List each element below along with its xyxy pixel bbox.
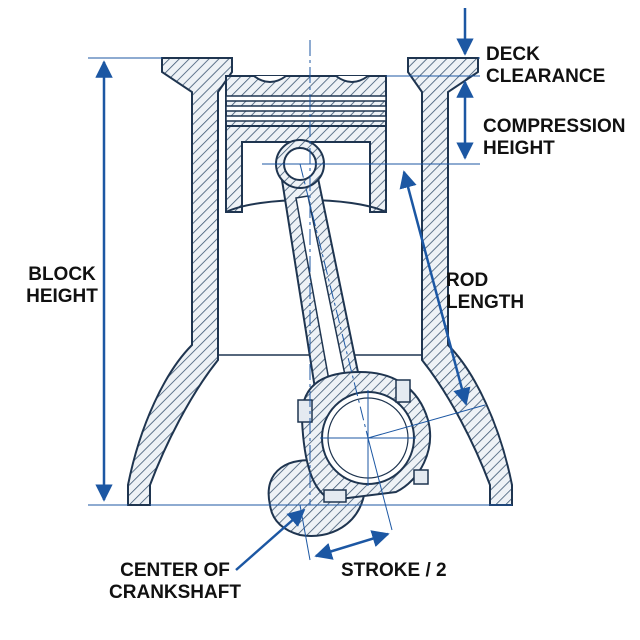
centerlines (150, 40, 512, 561)
deck-clearance-label: DECK CLEARANCE (486, 44, 605, 88)
rod-length-line-2: LENGTH (446, 292, 525, 313)
compression-height-line-1: COMPRESSION (483, 116, 626, 137)
block-height-label: BLOCK HEIGHT (22, 264, 102, 308)
deck-clearance-line-2: CLEARANCE (486, 66, 606, 87)
crank-center-leader-arrow (235, 508, 306, 571)
dimension-arrows (95, 8, 474, 571)
block-height-line-1: BLOCK (28, 264, 96, 285)
valve-relief-right (335, 75, 369, 83)
valve-relief-left (253, 75, 287, 83)
center-of-crankshaft-line-1: CENTER OF (120, 560, 230, 581)
stroke-half-text: STROKE / 2 (341, 560, 447, 581)
rod-length-line-1: ROD (446, 270, 489, 291)
rod-length-label: ROD LENGTH (446, 270, 524, 314)
ring-grooves (225, 95, 387, 122)
stroke-half-label: STROKE / 2 (341, 560, 447, 582)
piston-skirt (225, 125, 387, 213)
stroke-half-arrow (314, 530, 390, 560)
deck-clearance-line-1: DECK (486, 44, 540, 65)
rod-length-arrow (399, 170, 471, 406)
center-of-crankshaft-line-2: CRANKSHAFT (109, 582, 241, 603)
center-of-crankshaft-label: CENTER OF CRANKSHAFT (100, 560, 250, 604)
block-left-wall (127, 57, 233, 506)
block-height-line-2: HEIGHT (26, 286, 98, 307)
compression-height-label: COMPRESSION HEIGHT (483, 116, 626, 160)
compression-height-line-2: HEIGHT (483, 138, 555, 159)
